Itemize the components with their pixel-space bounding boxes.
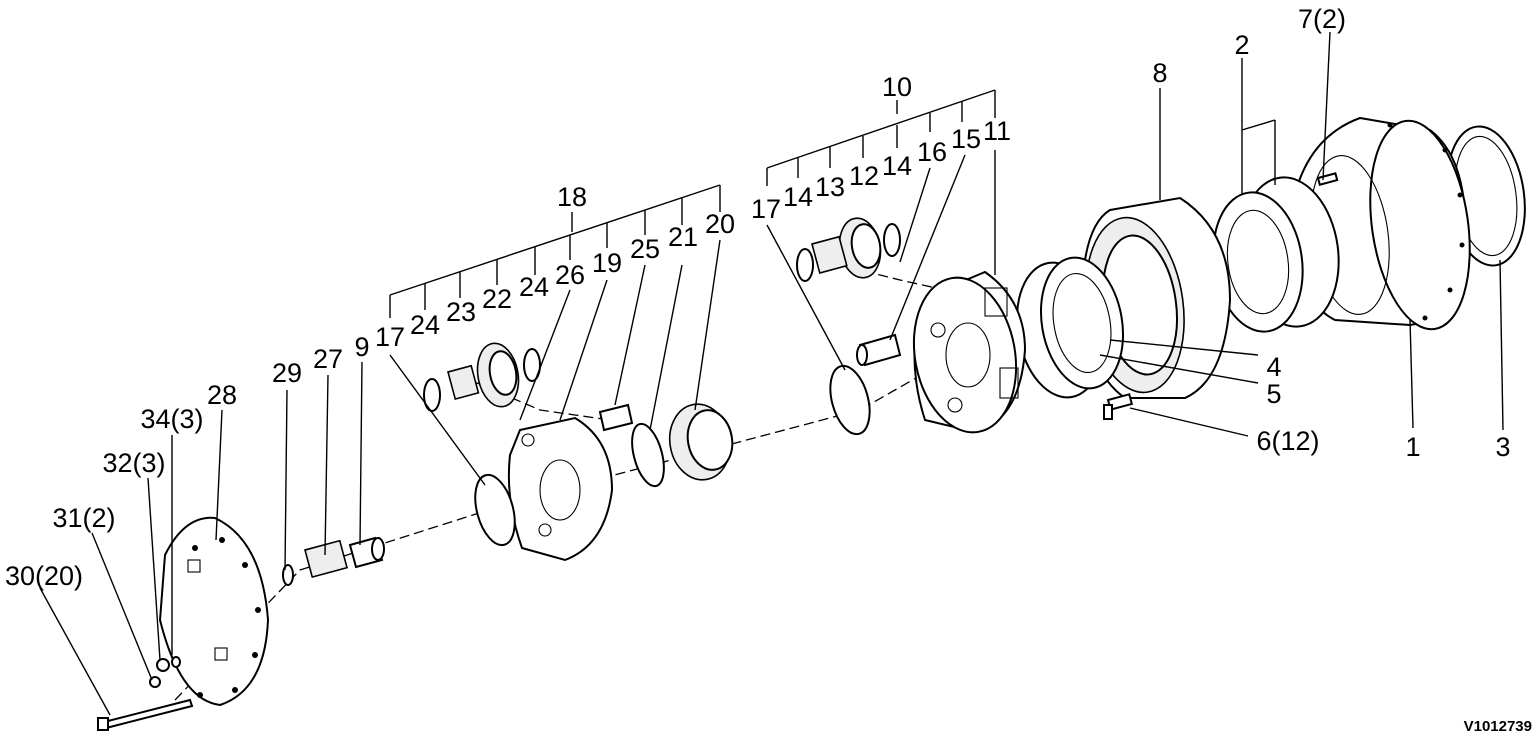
label-10: 10 xyxy=(882,72,912,102)
part-12-planet-gear xyxy=(838,217,882,279)
label-15: 15 xyxy=(951,124,981,154)
label-12: 12 xyxy=(849,161,879,191)
label-14b: 14 xyxy=(882,151,912,181)
part-34-seal xyxy=(171,656,181,668)
part-14-thrust-washer xyxy=(796,223,901,282)
group-bracket-10 xyxy=(766,89,996,186)
label-31: 31(2) xyxy=(52,503,115,533)
label-21: 21 xyxy=(668,222,698,252)
label-13: 13 xyxy=(815,172,845,202)
part-19-planet-carrier xyxy=(507,416,614,562)
label-3: 3 xyxy=(1495,432,1510,462)
part-22-planet-gear xyxy=(476,342,520,408)
part-27-shaft xyxy=(304,539,349,579)
part-24-thrust-washer xyxy=(423,348,541,412)
part-11-planet-carrier xyxy=(912,270,1027,434)
label-28: 28 xyxy=(207,380,237,410)
part-7-pin xyxy=(1316,172,1339,186)
label-19: 19 xyxy=(592,248,622,278)
label-1: 1 xyxy=(1405,432,1420,462)
label-9: 9 xyxy=(354,332,369,362)
part-25-pin xyxy=(598,403,634,432)
label-17b: 17 xyxy=(751,194,781,224)
label-4: 4 xyxy=(1266,352,1281,382)
drawing-code: V1012739 xyxy=(1464,718,1532,735)
part-23-needle-bearing xyxy=(447,364,480,401)
label-6: 6(12) xyxy=(1256,426,1319,456)
label-24b: 24 xyxy=(519,272,549,302)
label-5: 5 xyxy=(1266,379,1281,409)
label-18: 18 xyxy=(557,182,587,212)
label-22: 22 xyxy=(482,284,512,314)
label-25: 25 xyxy=(630,234,660,264)
part-6-bolt xyxy=(1103,393,1134,420)
part-13-needle-bearing xyxy=(811,235,848,274)
sub-axis-lower xyxy=(469,379,611,421)
bracket-2 xyxy=(1241,58,1276,195)
label-30: 30(20) xyxy=(5,561,83,591)
label-20: 20 xyxy=(705,209,735,239)
part-28-cover xyxy=(158,516,270,707)
label-24a: 24 xyxy=(410,310,440,340)
part-17-snap-ring-left xyxy=(474,473,516,547)
part-20-sun-gear xyxy=(668,403,734,481)
label-23: 23 xyxy=(446,297,476,327)
part-17-snap-ring-right xyxy=(829,364,871,436)
label-34: 34(3) xyxy=(140,404,203,434)
label-7: 7(2) xyxy=(1298,4,1346,34)
leader-lines xyxy=(39,31,1504,716)
label-16: 16 xyxy=(917,137,947,167)
part-30-bolt xyxy=(97,698,194,731)
label-8: 8 xyxy=(1152,58,1167,88)
label-11: 11 xyxy=(983,116,1011,146)
part-15-planet-pin xyxy=(856,333,902,367)
group-bracket-18 xyxy=(389,184,721,318)
label-27: 27 xyxy=(313,344,343,374)
label-17a: 17 xyxy=(375,322,405,352)
part-32-plug xyxy=(156,658,170,672)
label-2: 2 xyxy=(1234,30,1249,60)
label-32: 32(3) xyxy=(102,448,165,478)
part-9-bushing xyxy=(348,536,385,569)
part-21-ring xyxy=(631,422,665,488)
label-26: 26 xyxy=(555,260,585,290)
label-29: 29 xyxy=(272,358,302,388)
part-2-bearing xyxy=(1212,176,1340,333)
label-14a: 14 xyxy=(783,182,813,212)
